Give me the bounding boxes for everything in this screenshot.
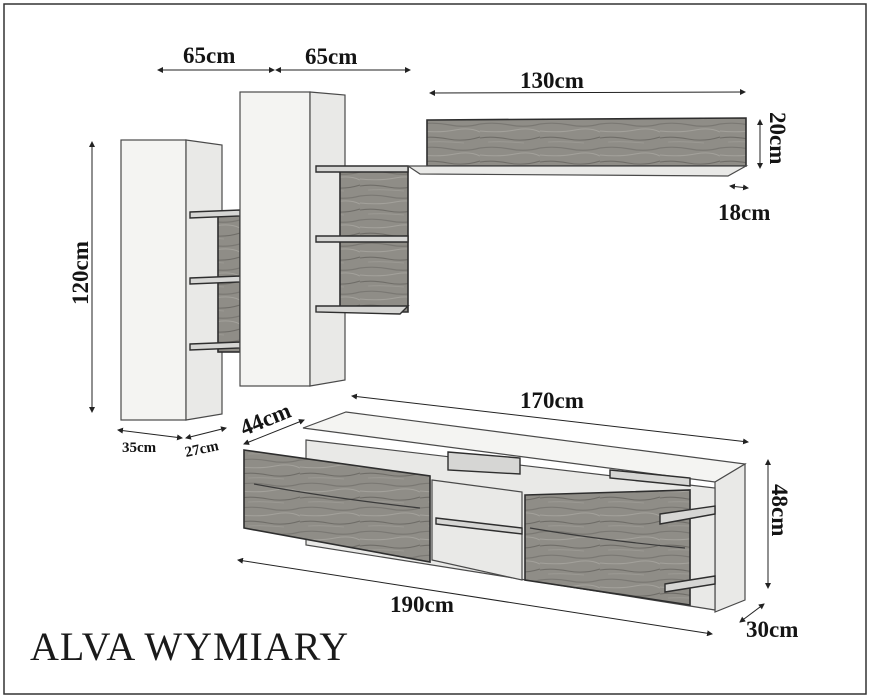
dim-label-65-left: 65cm [183, 43, 235, 68]
dim-label-44: 44cm [237, 398, 295, 441]
dim-label-35: 35cm [122, 440, 157, 456]
dim-label-120: 120cm [68, 241, 93, 305]
wall-shelf [406, 117, 749, 177]
dim-label-65-middle: 65cm [305, 44, 357, 69]
dim-label-190: 190cm [390, 592, 454, 617]
page-frame [3, 3, 867, 695]
dim-label-20: 20cm [765, 112, 790, 164]
dim-label-18: 18cm [718, 200, 770, 225]
dim-label-170: 170cm [520, 388, 584, 413]
tv-unit [243, 411, 747, 613]
diagram-title: ALVA WYMIARY [30, 624, 349, 669]
left-tall-cabinet [120, 139, 241, 421]
dimension-lines [89, 67, 771, 637]
dim-label-130: 130cm [520, 68, 584, 93]
dim-label-48: 48cm [767, 484, 792, 536]
middle-tall-cabinet [239, 91, 410, 387]
dim-label-27: 27cm [184, 438, 221, 461]
dim-label-30: 30cm [746, 617, 798, 642]
